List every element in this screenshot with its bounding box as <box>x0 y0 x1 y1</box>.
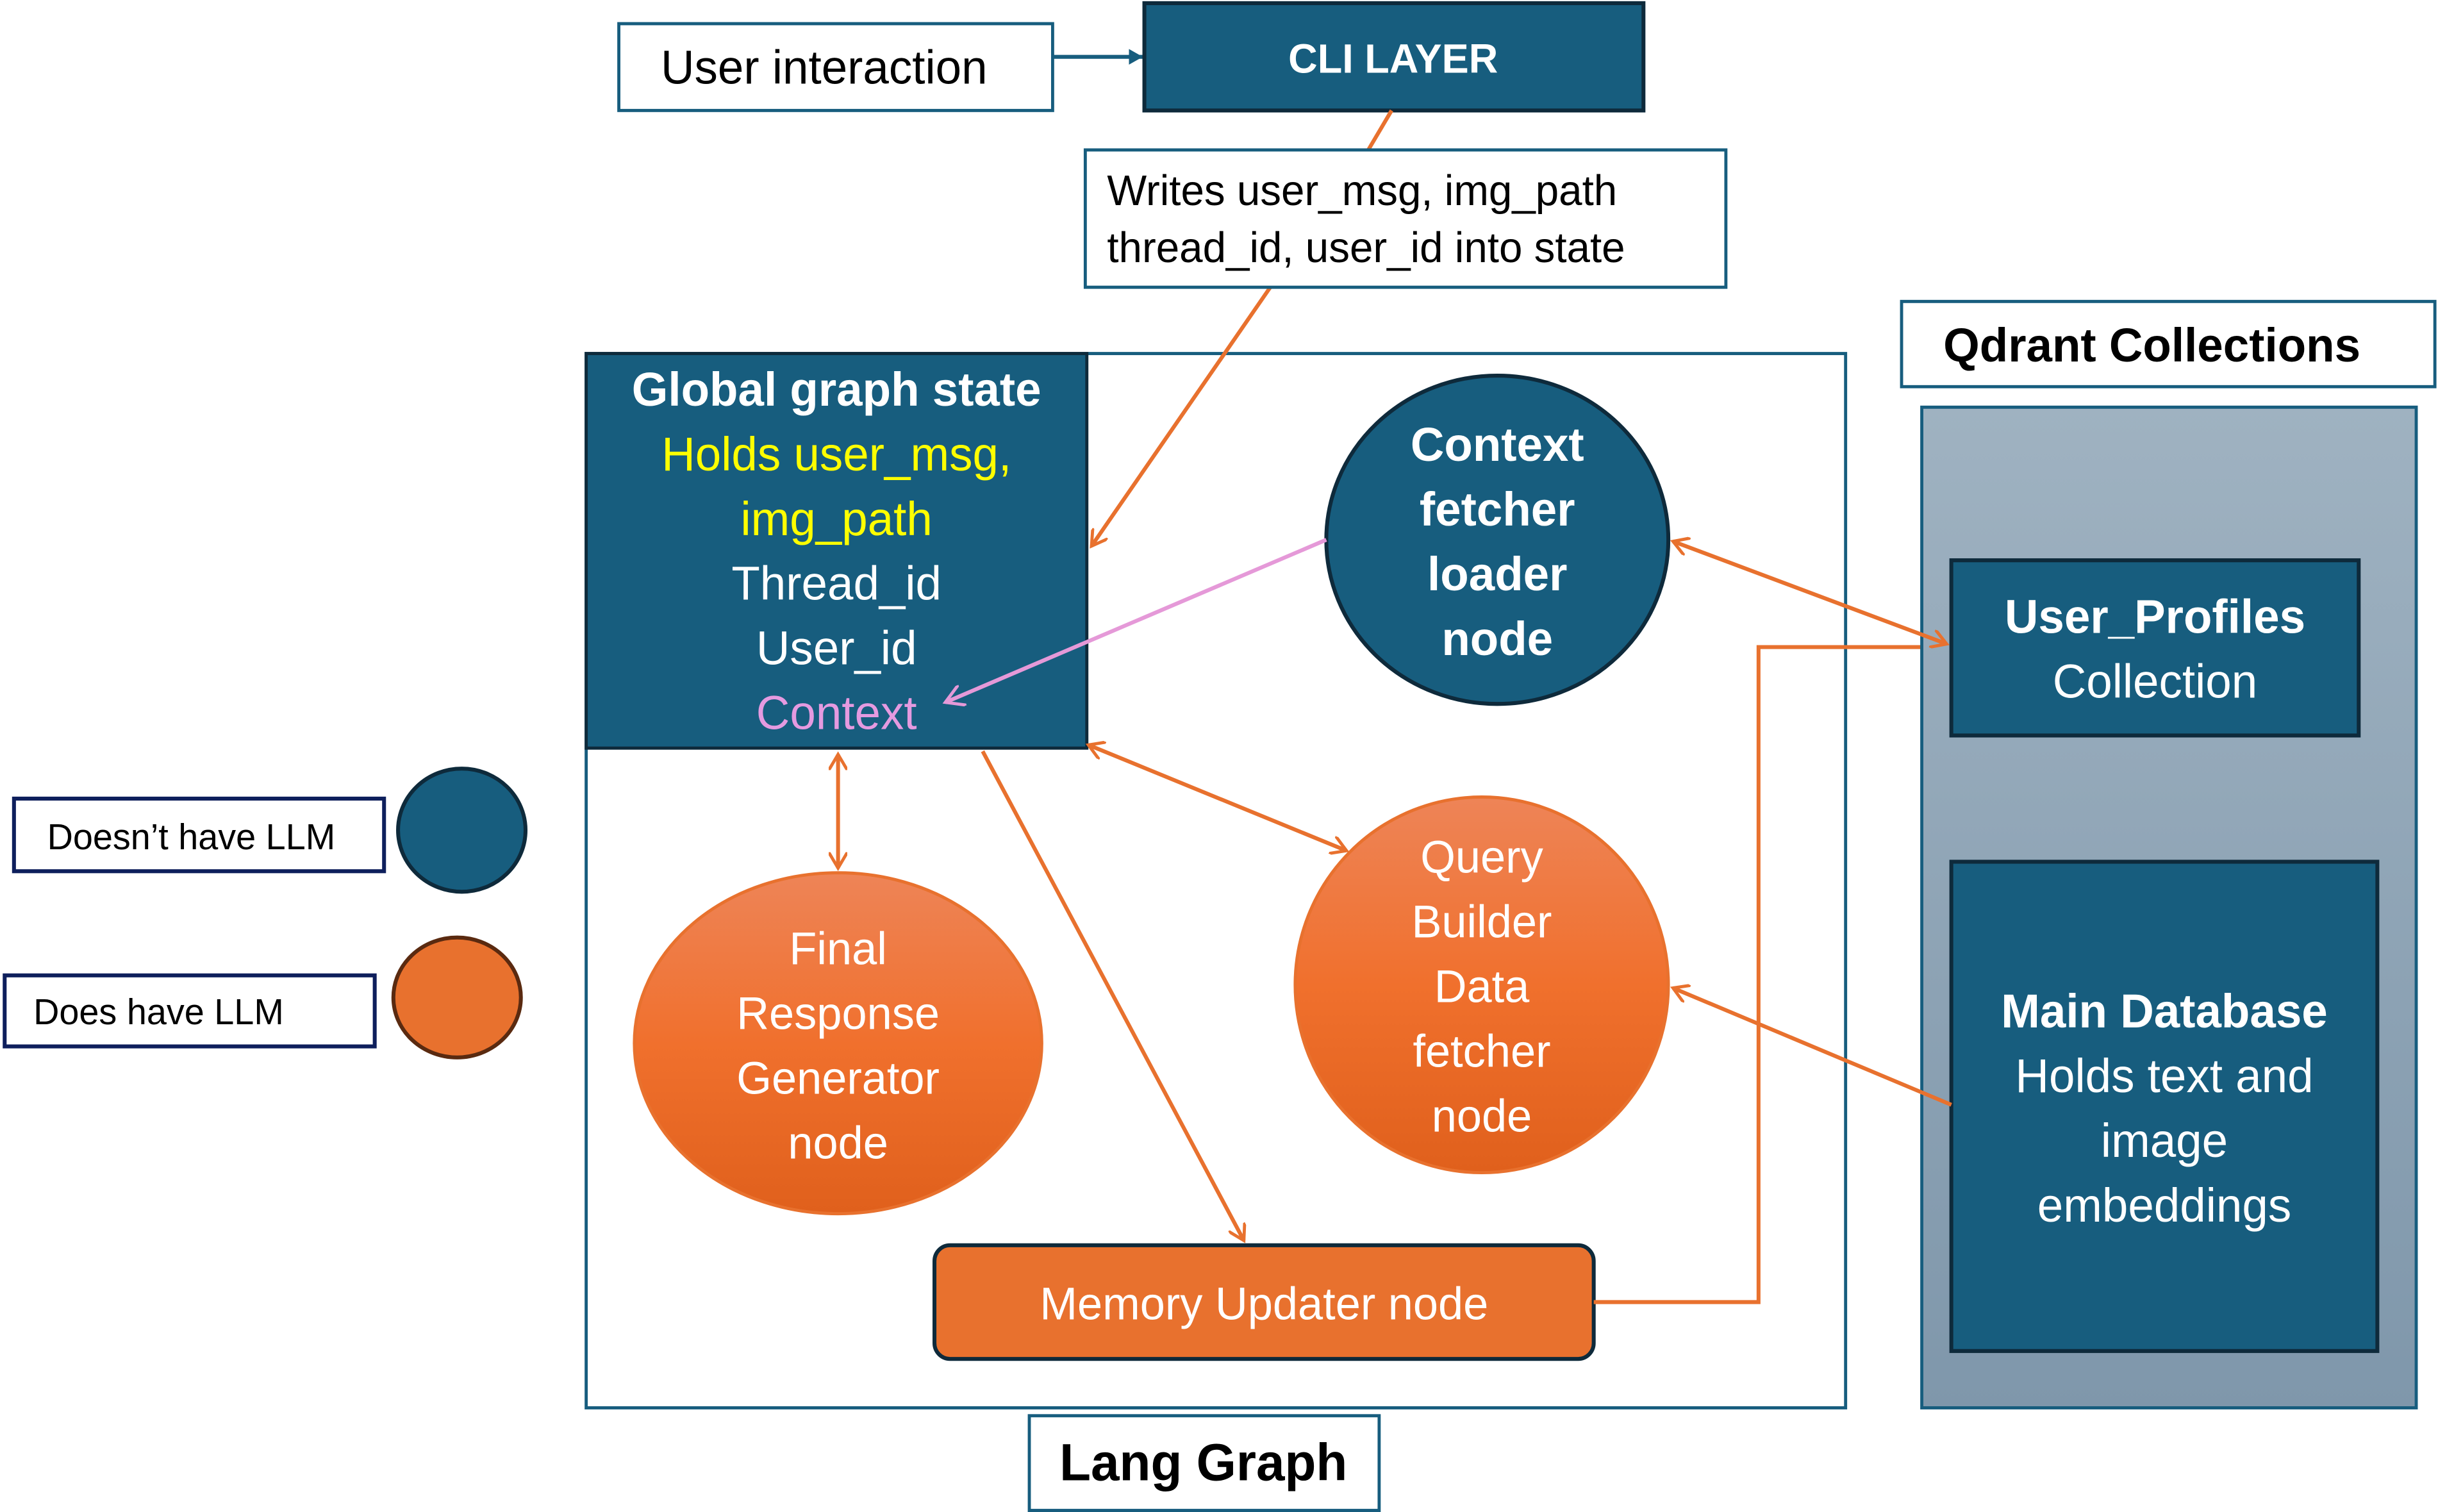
langgraph-label: Lang Graph <box>1059 1434 1347 1492</box>
context-fetcher-node <box>1324 373 1671 706</box>
edge-context-to-state <box>945 538 1327 702</box>
main-db-line1: Main Database <box>2001 985 2328 1038</box>
context-node-line1: Context <box>1411 419 1584 472</box>
query-builder-node <box>1293 795 1670 1175</box>
legend-has-llm-box <box>3 973 377 1049</box>
final-node-line3: Generator <box>736 1053 940 1104</box>
legend-no-llm-label: Doesn’t have LLM <box>47 816 336 856</box>
final-node-line1: Final <box>789 924 886 975</box>
cli-layer-box <box>1142 1 1646 113</box>
global-state-user-msg: Holds user_msg, <box>661 428 1011 481</box>
final-node-line2: Response <box>736 988 940 1040</box>
global-state-thread-id: Thread_id <box>731 557 941 610</box>
edge-maindb-query <box>1673 988 1952 1107</box>
writes-note-line1: Writes user_msg, img_path <box>1107 167 1617 215</box>
global-state-context: Context <box>756 686 917 740</box>
user-interaction-box <box>617 22 1054 112</box>
global-state-img-path: img_path <box>741 492 933 545</box>
query-node-line3: Data <box>1434 961 1530 1013</box>
edge-context-profiles <box>1673 542 1946 644</box>
final-response-generator-node <box>633 871 1043 1216</box>
user-interaction-label: User interaction <box>661 41 988 94</box>
context-node-line4: node <box>1441 612 1553 665</box>
user-profiles-line1: User_Profiles <box>2005 590 2305 644</box>
context-node-line3: loader <box>1427 547 1567 601</box>
legend-no-llm-swatch <box>396 767 528 894</box>
context-node-line2: fetcher <box>1420 483 1575 536</box>
legend-no-llm-box <box>12 796 386 874</box>
query-node-line4: fetcher <box>1413 1026 1550 1077</box>
query-node-line2: Builder <box>1412 897 1552 948</box>
edge-state-query <box>1088 745 1347 851</box>
writes-note-box <box>1083 148 1728 289</box>
query-node-line1: Query <box>1420 832 1543 883</box>
final-node-line4: node <box>788 1118 888 1169</box>
global-graph-state-box <box>585 352 1089 750</box>
user-profiles-collection <box>1949 558 2361 738</box>
main-db-line3: image <box>2101 1114 2228 1167</box>
main-db-line4: embeddings <box>2037 1179 2291 1232</box>
qdrant-title: Qdrant Collections <box>1943 319 2360 372</box>
main-db-line2: Holds text and <box>2015 1050 2313 1103</box>
query-node-line5: node <box>1432 1091 1532 1142</box>
global-state-title: Global graph state <box>632 363 1041 416</box>
global-state-user-id: User_id <box>756 622 917 675</box>
edge-state-memory <box>981 750 1244 1240</box>
edge-note-to-state <box>1091 286 1272 546</box>
user-profiles-line2: Collection <box>2053 655 2258 708</box>
edge-cli-to-note <box>1366 109 1393 151</box>
memory-node-label: Memory Updater node <box>1040 1279 1488 1330</box>
langgraph-label-box <box>1027 1414 1381 1512</box>
qdrant-title-box <box>1900 299 2437 388</box>
writes-note-line2: thread_id, user_id into state <box>1107 223 1625 271</box>
langgraph-container <box>585 352 1848 1409</box>
cli-layer-label: CLI LAYER <box>1288 36 1498 82</box>
legend-has-llm-label: Does have LLM <box>33 992 284 1032</box>
main-database <box>1949 860 2380 1353</box>
legend-has-llm-swatch <box>391 935 523 1059</box>
